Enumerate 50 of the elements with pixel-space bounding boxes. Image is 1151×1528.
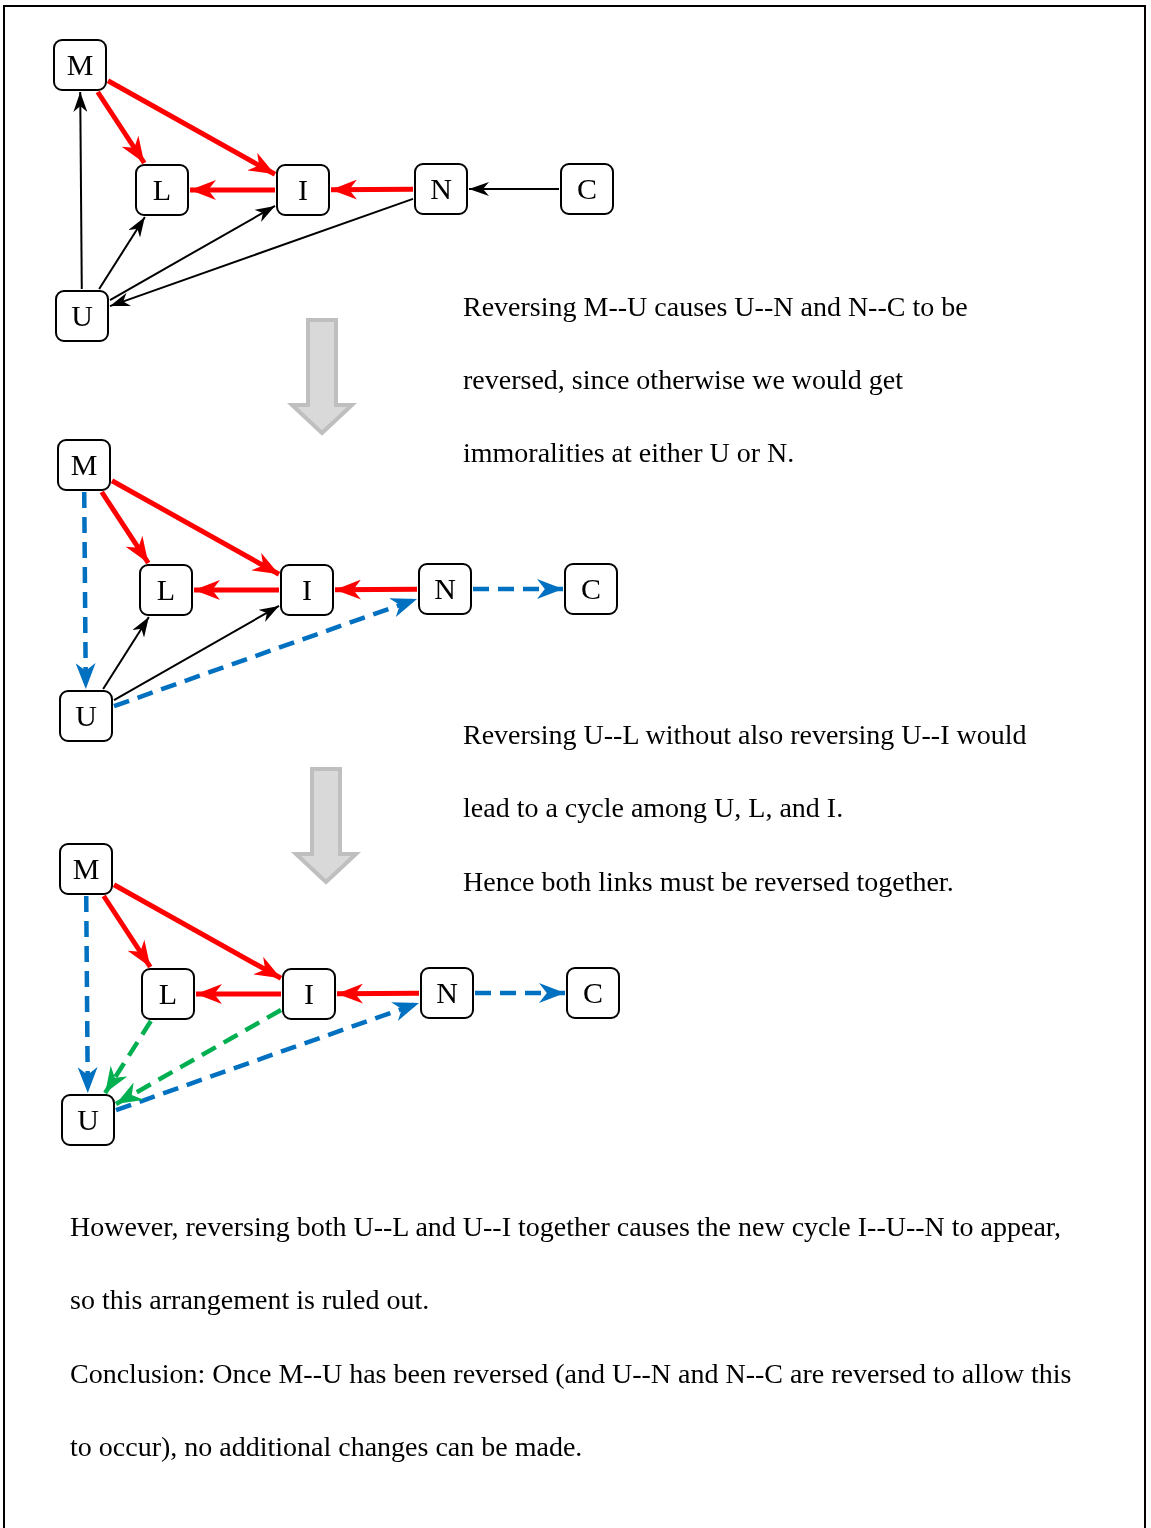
node-box: L [135,164,189,216]
node-box: U [59,690,113,742]
node-box: N [418,563,472,615]
node-box: U [55,290,109,342]
arrow [106,78,277,177]
node-box: L [141,968,195,1020]
node-box: C [564,563,618,615]
arrow [95,90,147,165]
arrow [103,1019,153,1095]
node-box: I [282,968,336,1020]
arrow [331,179,413,200]
node-box: M [57,439,111,491]
arrow [115,1000,420,1113]
arrow [468,182,560,196]
arrow [473,579,563,599]
arrow [113,604,280,702]
arrow [101,894,153,969]
node-box: U [61,1094,115,1146]
arrow [73,91,88,290]
arrow [99,490,151,565]
arrow [337,983,419,1004]
arrow [77,896,98,1093]
arrow [114,1008,283,1106]
arrow [109,204,276,302]
explanation-text: However, reversing both U--L and U--I together causes the new cycle I--U--N to appear, so this arrangement is ruled out. [70,1210,1063,1317]
arrow [102,616,150,690]
arrow [196,984,281,1004]
arrow [475,983,565,1003]
node-box: M [59,843,113,895]
node-box: L [139,564,193,616]
arrow [335,579,417,600]
node-box: C [566,967,620,1019]
arrow [98,216,146,290]
node-box: M [53,39,107,91]
arrow [110,478,281,577]
arrow [109,197,414,308]
arrow [190,180,275,200]
node-box: N [420,967,474,1019]
arrow [194,580,279,600]
arrow [113,596,418,709]
arrow [112,882,283,981]
node-box: I [276,164,330,216]
explanation-text: Reversing M--U causes U--N and N--C to be reversed, since otherwise we would get immoralities at either U or N. [463,290,969,470]
explanation-text: Reversing U--L without also reversing U--I would lead to a cycle among U, L, and I. [463,718,1028,825]
node-box: C [560,163,614,215]
node-box: N [414,163,468,215]
explanation-text: Hence both links must be reversed together. [463,865,955,899]
explanation-text: Conclusion: Once M--U has been reversed (and U--N and N--C are reversed to allow this to occur), no additional changes can be made. [70,1357,1073,1464]
arrow [75,492,96,689]
node-box: I [280,564,334,616]
